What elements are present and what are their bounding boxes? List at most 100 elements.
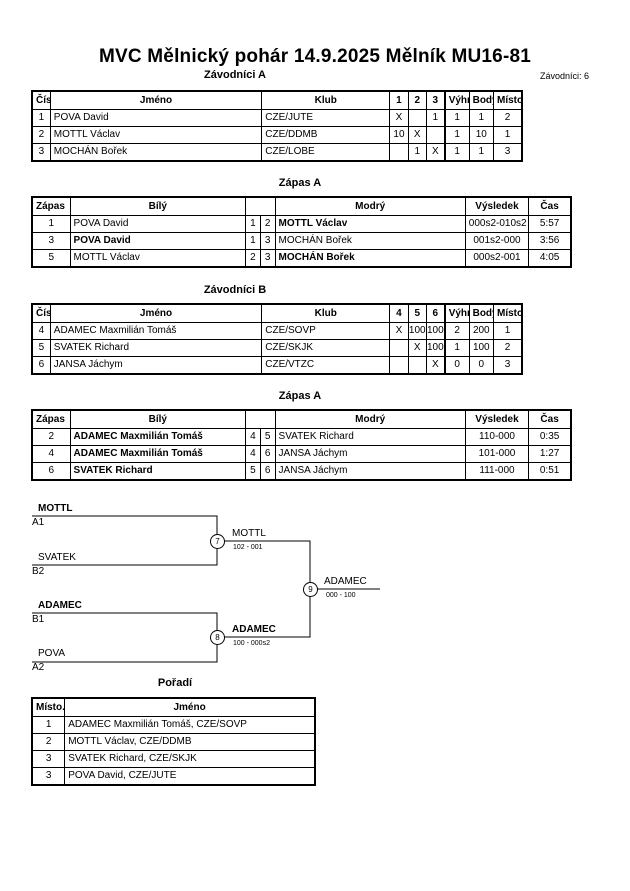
cell-result: 000s2-001 bbox=[464, 249, 530, 268]
table-row: 1 POVA David CZE/JUTE X 1 1 1 2 bbox=[31, 109, 523, 127]
cell-wins: 1 bbox=[443, 339, 470, 357]
table-row: 1 POVA David 1 2 MOTTL Václav 000s2-010s… bbox=[31, 215, 572, 233]
bracket-seed-3: B1 bbox=[32, 614, 45, 625]
cell-points: 10 bbox=[468, 126, 494, 144]
cell-name: MOTTL Václav bbox=[49, 126, 263, 144]
cell-match: 4 bbox=[31, 445, 71, 463]
table-row: 2 MOTTL Václav, CZE/DDMB bbox=[31, 733, 316, 751]
bracket-player-2: SVATEK bbox=[38, 552, 76, 563]
cell-r3: X bbox=[425, 143, 446, 162]
cell-blue: JANSA Jáchym bbox=[274, 462, 466, 481]
col-number: Číslo bbox=[31, 90, 51, 110]
cell-number: 6 bbox=[31, 356, 51, 375]
match-7-winner: MOTTL bbox=[232, 528, 266, 539]
bracket-player-4: POVA bbox=[38, 648, 66, 659]
cell-number: 3 bbox=[31, 143, 51, 162]
col-points: Body bbox=[468, 303, 494, 323]
cell-white: MOTTL Václav bbox=[69, 249, 246, 268]
ranking-header-row: Místo. Jméno bbox=[31, 697, 316, 717]
table-row: 6 SVATEK Richard 5 6 JANSA Jáchym 111-00… bbox=[31, 462, 572, 481]
cell-points: 1 bbox=[468, 143, 494, 162]
cell-points: 100 bbox=[468, 339, 494, 357]
table-row: 2 MOTTL Václav CZE/DDMB 10 X 1 10 1 bbox=[31, 126, 523, 144]
cell-wins: 1 bbox=[443, 126, 470, 144]
cell-name: POVA David, CZE/JUTE bbox=[64, 767, 316, 786]
pool-b-title: Závodníci B bbox=[203, 284, 267, 296]
cell-r3: 100 bbox=[425, 339, 446, 357]
cell-time: 4:05 bbox=[528, 249, 572, 268]
cell-blue: MOCHÁN Bořek bbox=[274, 232, 466, 250]
cell-wins: 2 bbox=[443, 322, 470, 340]
cell-blue-id: 3 bbox=[259, 249, 276, 268]
cell-white: SVATEK Richard bbox=[69, 462, 246, 481]
cell-number: 5 bbox=[31, 339, 51, 357]
ranking-title: Pořadí bbox=[157, 677, 193, 689]
table-row: 6 JANSA Jáchym CZE/VTZC X 0 0 3 bbox=[31, 356, 523, 375]
matches-b-title: Zápas A bbox=[278, 390, 322, 402]
bracket-player-3: ADAMEC bbox=[38, 600, 82, 611]
cell-name: SVATEK Richard, CZE/SKJK bbox=[64, 750, 316, 768]
table-row: 5 MOTTL Václav 2 3 MOCHÁN Bořek 000s2-00… bbox=[31, 249, 572, 268]
ranking-table: Místo. Jméno 1 ADAMEC Maxmilián Tomáš, C… bbox=[31, 697, 316, 786]
cell-place: 3 bbox=[31, 767, 66, 786]
cell-blue: JANSA Jáchym bbox=[274, 445, 466, 463]
matches-a-title: Zápas A bbox=[278, 177, 322, 189]
cell-time: 0:51 bbox=[528, 462, 572, 481]
cell-place: 3 bbox=[492, 143, 523, 162]
cell-wins: 0 bbox=[443, 356, 470, 375]
cell-time: 3:56 bbox=[528, 232, 572, 250]
bracket-seed-2: B2 bbox=[32, 566, 45, 577]
match-7-score: 102 - 001 bbox=[233, 544, 263, 551]
pool-a-title: Závodníci A bbox=[204, 69, 266, 81]
table-row: 3 POVA David, CZE/JUTE bbox=[31, 767, 316, 786]
col-wins: Výhry bbox=[443, 90, 470, 110]
cell-place: 1 bbox=[492, 126, 523, 144]
match-7-marker: 7 bbox=[210, 534, 225, 549]
match-8-marker: 8 bbox=[210, 630, 225, 645]
table-row: 4 ADAMEC Maxmilián Tomáš 4 6 JANSA Jáchy… bbox=[31, 445, 572, 463]
match-9-score: 000 - 100 bbox=[326, 592, 356, 599]
cell-name: MOTTL Václav, CZE/DDMB bbox=[64, 733, 316, 751]
match-9-winner: ADAMEC bbox=[324, 576, 367, 587]
cell-place: 2 bbox=[31, 733, 66, 751]
match-8-score: 100 - 000s2 bbox=[233, 640, 270, 647]
table-row: 3 MOCHÁN Bořek CZE/LOBE 1 X 1 1 3 bbox=[31, 143, 523, 162]
cell-number: 2 bbox=[31, 126, 51, 144]
cell-result: 101-000 bbox=[464, 445, 530, 463]
cell-place: 2 bbox=[492, 339, 523, 357]
table-row: 3 POVA David 1 3 MOCHÁN Bořek 001s2-000 … bbox=[31, 232, 572, 250]
cell-white: POVA David bbox=[69, 232, 246, 250]
cell-wins: 1 bbox=[443, 143, 470, 162]
cell-place: 1 bbox=[31, 716, 66, 734]
matches-a-table: Zápas Bílý Modrý Výsledek Čas 1 POVA Dav… bbox=[31, 196, 572, 268]
pool-b-table: Číslo Jméno Klub 4 5 6 Výhry Body Místo.… bbox=[31, 303, 523, 375]
cell-name: SVATEK Richard bbox=[49, 339, 263, 357]
col-name: Jméno bbox=[64, 697, 316, 717]
match-8-winner: ADAMEC bbox=[232, 624, 276, 635]
competitors-count: Závodníci: 6 bbox=[540, 71, 590, 81]
cell-time: 1:27 bbox=[528, 445, 572, 463]
match-9-marker: 9 bbox=[303, 582, 318, 597]
cell-club: CZE/DDMB bbox=[261, 126, 391, 144]
bracket-player-1: MOTTL bbox=[38, 503, 73, 514]
table-row: 5 SVATEK Richard CZE/SKJK X 100 1 100 2 bbox=[31, 339, 523, 357]
cell-match: 5 bbox=[31, 249, 71, 268]
table-row: 1 ADAMEC Maxmilián Tomáš, CZE/SOVP bbox=[31, 716, 316, 734]
cell-points: 0 bbox=[468, 356, 494, 375]
cell-white: ADAMEC Maxmilián Tomáš bbox=[69, 445, 246, 463]
pool-a-table: Číslo Jméno Klub 1 2 3 Výhry Body Místo.… bbox=[31, 90, 523, 162]
table-row: 3 SVATEK Richard, CZE/SKJK bbox=[31, 750, 316, 768]
cell-club: CZE/LOBE bbox=[261, 143, 391, 162]
cell-result: 001s2-000 bbox=[464, 232, 530, 250]
cell-place: 3 bbox=[492, 356, 523, 375]
col-points: Body bbox=[468, 90, 494, 110]
cell-place: 3 bbox=[31, 750, 66, 768]
cell-white-id: 5 bbox=[244, 462, 261, 481]
bracket-seed-4: A2 bbox=[32, 662, 45, 673]
cell-name: MOCHÁN Bořek bbox=[49, 143, 263, 162]
cell-club: CZE/SKJK bbox=[261, 339, 391, 357]
cell-name: ADAMEC Maxmilián Tomáš, CZE/SOVP bbox=[64, 716, 316, 734]
matches-b-table: Zápas Bílý Modrý Výsledek Čas 2 ADAMEC M… bbox=[31, 409, 572, 481]
cell-r2: 1 bbox=[407, 143, 427, 162]
page-title: MVC Mělnický pohár 14.9.2025 Mělník MU16… bbox=[98, 46, 532, 67]
